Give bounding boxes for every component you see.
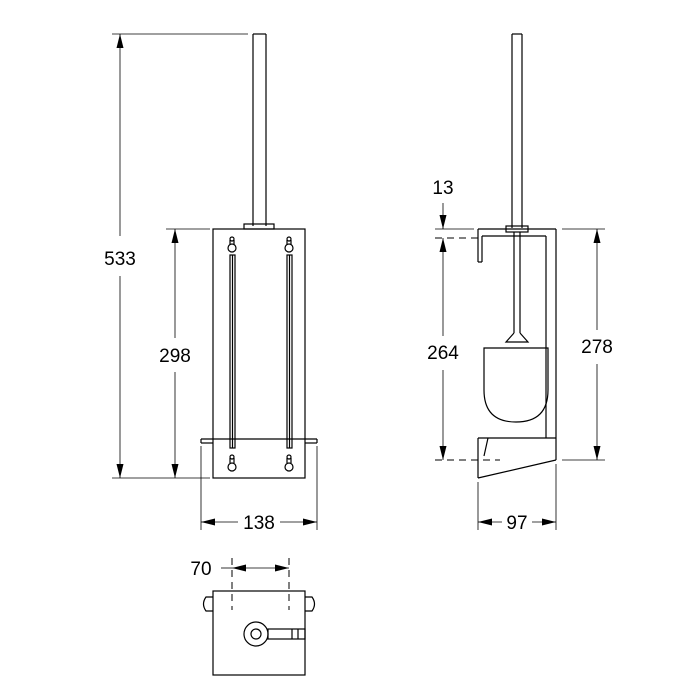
dimension-label-278: 278 bbox=[581, 337, 613, 358]
top-right-tab bbox=[305, 596, 316, 612]
keyhole-bottom-left-icon bbox=[227, 454, 237, 472]
side-view: 13 264 278 97 bbox=[427, 33, 613, 534]
dimension-hole-spacing: 70 bbox=[190, 559, 289, 580]
side-housing bbox=[477, 228, 557, 479]
dimension-label-264: 264 bbox=[427, 343, 459, 364]
keyhole-bottom-right-icon bbox=[284, 454, 294, 472]
brush-head bbox=[483, 347, 549, 423]
front-handle-rod bbox=[243, 33, 275, 230]
handle-socket-icon bbox=[243, 621, 306, 647]
dimension-side-gap: 13 bbox=[432, 178, 474, 230]
dimension-label-70: 70 bbox=[190, 559, 211, 580]
keyhole-top-right-icon bbox=[284, 236, 294, 253]
dimension-label-138: 138 bbox=[243, 513, 275, 534]
top-body bbox=[212, 590, 306, 676]
dimension-label-97: 97 bbox=[506, 513, 527, 534]
dimension-front-body-height: 298 bbox=[159, 228, 210, 478]
dimension-front-width: 138 bbox=[200, 446, 318, 534]
top-view: 70 bbox=[190, 558, 316, 676]
dimension-side-body-height: 278 bbox=[562, 228, 613, 461]
dimension-label-533: 533 bbox=[104, 249, 136, 270]
dimension-side-depth: 97 bbox=[477, 464, 557, 534]
front-view: 533 298 138 bbox=[104, 33, 318, 534]
dimension-total-height: 533 bbox=[104, 33, 248, 479]
keyhole-top-left-icon bbox=[227, 236, 237, 253]
dimension-side-inner-height: 264 bbox=[427, 238, 459, 460]
dimension-label-13: 13 bbox=[432, 178, 453, 199]
dimension-label-298: 298 bbox=[159, 346, 191, 367]
front-body bbox=[200, 228, 318, 479]
top-left-tab bbox=[202, 596, 213, 612]
side-handle-rod bbox=[504, 33, 530, 343]
